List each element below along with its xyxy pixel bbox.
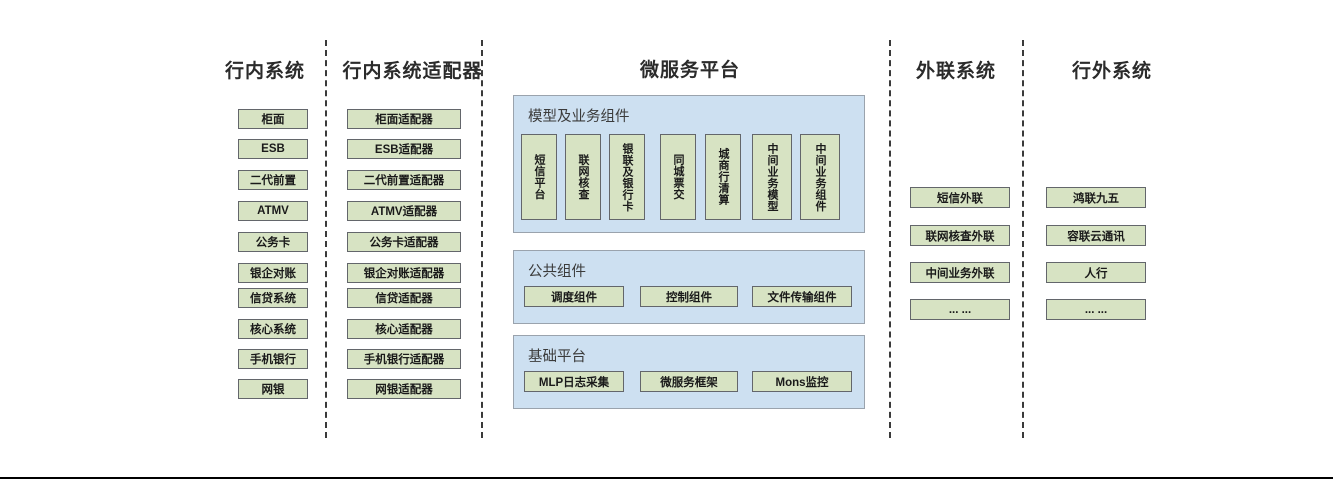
- list-item[interactable]: 中间业务外联: [910, 262, 1010, 283]
- component-label: 中间业务模型: [766, 142, 778, 212]
- component-box[interactable]: 同城票交: [660, 134, 696, 220]
- component-box[interactable]: 短信平台: [521, 134, 557, 220]
- component-label: 同城票交: [672, 154, 684, 200]
- component-box[interactable]: 控制组件: [640, 286, 738, 307]
- list-item[interactable]: 信贷适配器: [347, 288, 461, 308]
- component-box[interactable]: 中间业务模型: [752, 134, 792, 220]
- component-box[interactable]: 调度组件: [524, 286, 624, 307]
- component-box[interactable]: 城商行清算: [705, 134, 741, 220]
- component-label: 银联及银行卡: [621, 142, 633, 212]
- list-item[interactable]: ATMV适配器: [347, 201, 461, 221]
- component-box[interactable]: 微服务框架: [640, 371, 738, 392]
- list-item[interactable]: ESB适配器: [347, 139, 461, 159]
- column-divider-4: [1022, 40, 1024, 438]
- list-item[interactable]: 手机银行适配器: [347, 349, 461, 369]
- list-item[interactable]: 柜面: [238, 109, 308, 129]
- list-item[interactable]: 联网核查外联: [910, 225, 1010, 246]
- component-box[interactable]: 联网核查: [565, 134, 601, 220]
- list-item[interactable]: 网银: [238, 379, 308, 399]
- panel-title: 公共组件: [528, 264, 586, 280]
- list-item[interactable]: 手机银行: [238, 349, 308, 369]
- list-item[interactable]: ... ...: [910, 299, 1010, 320]
- list-item[interactable]: 核心系统: [238, 319, 308, 339]
- list-item[interactable]: 人行: [1046, 262, 1146, 283]
- list-item[interactable]: 公务卡: [238, 232, 308, 252]
- list-item[interactable]: 鸿联九五: [1046, 187, 1146, 208]
- column-divider-1: [325, 40, 327, 438]
- platform-title: 微服务平台: [639, 60, 740, 81]
- panel-title: 模型及业务组件: [528, 109, 630, 125]
- column-title-outside-bank-systems: 行外系统: [1071, 61, 1152, 82]
- list-item[interactable]: ESB: [238, 139, 308, 159]
- component-label: 城商行清算: [717, 148, 729, 206]
- column-title-core-bank-systems: 行内系统: [224, 61, 305, 82]
- list-item[interactable]: 银企对账: [238, 263, 308, 283]
- component-box[interactable]: 文件传输组件: [752, 286, 852, 307]
- list-item[interactable]: ATMV: [238, 201, 308, 221]
- component-box[interactable]: MLP日志采集: [524, 371, 624, 392]
- list-item[interactable]: ... ...: [1046, 299, 1146, 320]
- list-item[interactable]: 公务卡适配器: [347, 232, 461, 252]
- column-title-external-link-systems: 外联系统: [915, 61, 996, 82]
- list-item[interactable]: 银企对账适配器: [347, 263, 461, 283]
- list-item[interactable]: 核心适配器: [347, 319, 461, 339]
- component-box[interactable]: 中间业务组件: [800, 134, 840, 220]
- column-title-core-bank-adapters: 行内系统适配器: [342, 61, 483, 82]
- list-item[interactable]: 网银适配器: [347, 379, 461, 399]
- component-box[interactable]: 银联及银行卡: [609, 134, 645, 220]
- component-box[interactable]: Mons监控: [752, 371, 852, 392]
- list-item[interactable]: 柜面适配器: [347, 109, 461, 129]
- component-label: 联网核查: [577, 154, 589, 200]
- list-item[interactable]: 二代前置: [238, 170, 308, 190]
- list-item[interactable]: 短信外联: [910, 187, 1010, 208]
- component-label: 短信平台: [533, 154, 545, 200]
- list-item[interactable]: 二代前置适配器: [347, 170, 461, 190]
- panel-title: 基础平台: [528, 349, 586, 365]
- column-divider-3: [889, 40, 891, 438]
- component-label: 中间业务组件: [814, 142, 826, 212]
- list-item[interactable]: 容联云通讯: [1046, 225, 1146, 246]
- column-divider-2: [481, 40, 483, 438]
- list-item[interactable]: 信贷系统: [238, 288, 308, 308]
